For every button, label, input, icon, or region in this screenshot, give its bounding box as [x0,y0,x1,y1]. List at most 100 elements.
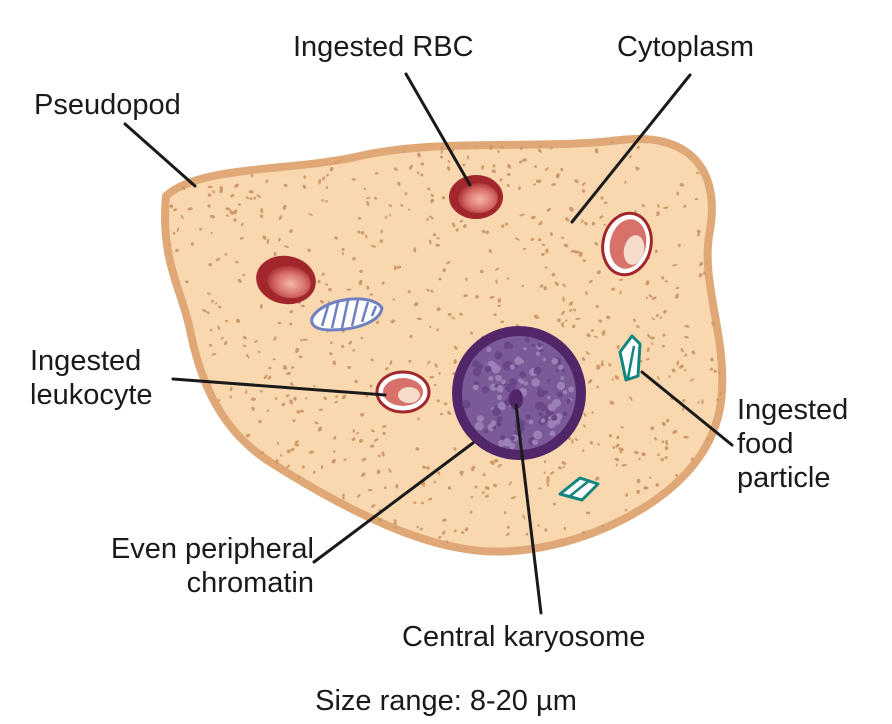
granule [366,196,371,200]
granule [581,531,586,535]
granule [358,538,363,543]
granule [594,148,599,154]
granule [615,532,619,537]
granule [257,154,264,159]
granule [561,461,567,465]
chromatin-speckle [488,376,494,381]
chromatin-speckle [474,421,484,431]
granule [562,296,565,302]
granule [273,336,277,341]
granule [460,471,463,477]
granule [430,198,435,204]
granule [185,456,188,460]
granule [283,183,288,188]
granule [440,155,444,159]
granule [469,510,473,514]
granule [190,170,194,174]
granule [250,515,254,519]
granule [334,161,337,165]
granule [719,391,723,396]
granule [238,453,241,456]
granule [381,451,385,457]
granule [463,294,468,298]
granule [219,186,223,190]
granule [662,333,666,337]
granule [251,406,255,411]
chromatin-speckle [524,381,528,386]
granule [694,197,699,201]
granule [212,190,215,194]
chromatin-speckle [563,411,568,416]
granule [643,486,649,490]
chromatin-speckle [510,436,515,441]
granule [231,442,234,448]
granule [679,183,685,187]
granule [660,457,664,462]
granule [233,209,238,215]
granule [621,463,627,467]
granule [289,322,293,326]
granule [207,193,212,197]
granule [357,216,362,220]
granule [250,397,256,401]
granule [636,325,640,329]
granule [710,367,713,371]
chromatin-speckle [566,398,571,404]
granule [664,456,668,460]
label-line: particle [737,462,831,494]
granule [443,402,448,406]
label-line: Ingested [30,345,142,377]
granule [176,227,180,233]
chromatin-speckle [551,358,558,365]
granule [711,321,716,326]
granule [205,162,209,166]
chromatin-speckle [537,389,545,398]
granule [665,439,669,446]
ingested-leukocyte-right [601,211,653,277]
granule [544,528,548,532]
granule [374,172,379,175]
chromatin-speckle [494,351,503,360]
granule [474,485,478,489]
granule [228,470,234,474]
granule [315,148,320,153]
chromatin-speckle [540,418,546,423]
granule [684,353,688,357]
granule [612,446,616,450]
granule [675,293,679,299]
granule [229,395,233,399]
granule [493,483,497,488]
granule [328,287,332,292]
granule [430,193,434,197]
granule [342,493,345,498]
granule [698,541,702,545]
granule [211,353,217,356]
granule [317,426,323,432]
granule [373,438,379,442]
chromatin-speckle [519,371,526,379]
granule [525,532,529,536]
chromatin-speckle [496,416,503,423]
granule [341,247,345,251]
granule [326,173,329,177]
granule [675,286,680,290]
chromatin-speckle [509,364,515,370]
granule [569,309,573,312]
granule [164,165,168,170]
granule [534,165,537,168]
granule [233,218,237,222]
granule [209,328,213,332]
granule [723,326,727,331]
granule [375,320,380,324]
granule [241,222,244,227]
granule [716,398,720,401]
granule [691,350,696,355]
granule [596,385,599,389]
granule [318,408,323,412]
granule [489,296,495,299]
granule [570,249,577,253]
granule [545,248,549,254]
chromatin-speckle [562,368,566,373]
granule [218,452,224,457]
granule [308,144,312,149]
